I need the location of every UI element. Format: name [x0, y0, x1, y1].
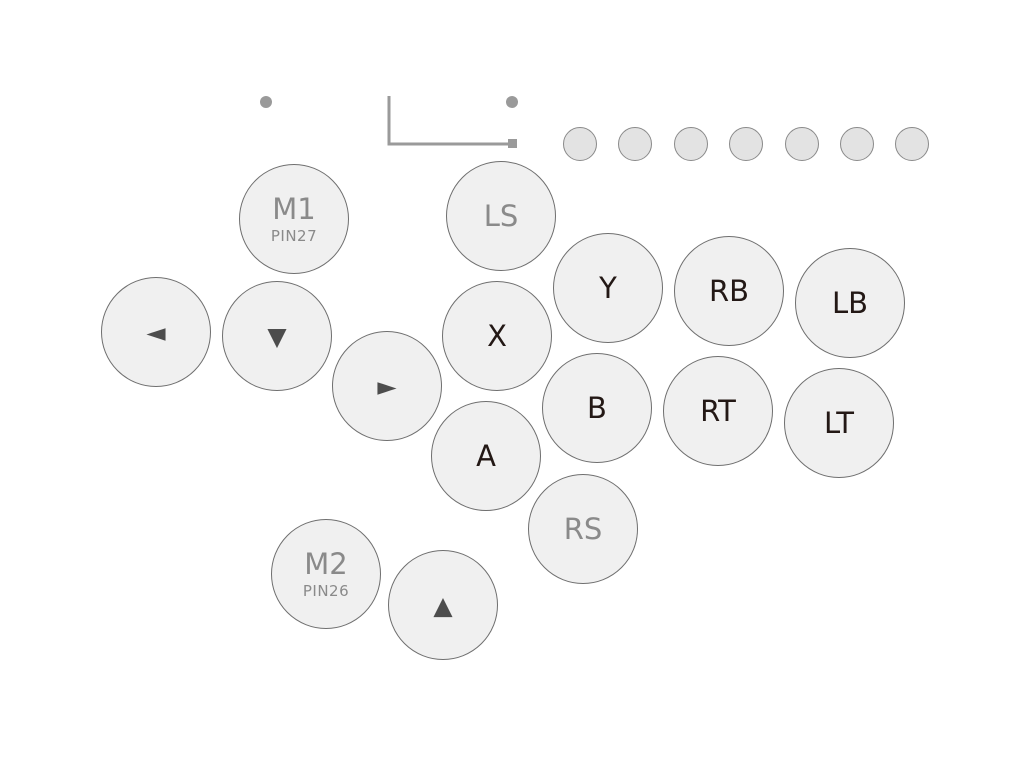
led-indicator-7 [895, 127, 929, 161]
m1-pin-label: PIN27 [270, 226, 318, 245]
up-arrow-icon: ▲ [433, 590, 453, 620]
m1-label: M1 [272, 191, 316, 226]
ls-label: LS [483, 198, 519, 233]
rt-button[interactable]: RT [663, 356, 773, 466]
left-button[interactable]: ◄ [101, 277, 211, 387]
rb-label: RB [708, 273, 750, 308]
connector-bracket [387, 96, 517, 148]
rb-button[interactable]: RB [674, 236, 784, 346]
lb-button[interactable]: LB [795, 248, 905, 358]
led-indicator-4 [729, 127, 763, 161]
lt-button[interactable]: LT [784, 368, 894, 478]
x-button[interactable]: X [442, 281, 552, 391]
rs-label: RS [563, 511, 603, 546]
a-button[interactable]: A [431, 401, 541, 511]
a-label: A [476, 438, 496, 473]
ls-button[interactable]: LS [446, 161, 556, 271]
led-indicator-6 [840, 127, 874, 161]
right-arrow-icon: ► [377, 371, 397, 401]
y-label: Y [599, 270, 617, 305]
led-indicator-1 [563, 127, 597, 161]
led-indicator-5 [785, 127, 819, 161]
m2-button[interactable]: M2 PIN26 [271, 519, 381, 629]
rs-button[interactable]: RS [528, 474, 638, 584]
lb-label: LB [831, 285, 869, 320]
marker-dot-right [506, 96, 518, 108]
left-arrow-icon: ◄ [146, 317, 166, 347]
marker-dot-left [260, 96, 272, 108]
y-button[interactable]: Y [553, 233, 663, 343]
down-button[interactable]: ▼ [222, 281, 332, 391]
b-button[interactable]: B [542, 353, 652, 463]
m2-pin-label: PIN26 [302, 581, 350, 600]
m2-label: M2 [304, 546, 348, 581]
b-label: B [587, 390, 607, 425]
led-indicator-3 [674, 127, 708, 161]
down-arrow-icon: ▼ [267, 321, 287, 351]
led-indicator-2 [618, 127, 652, 161]
right-button[interactable]: ► [332, 331, 442, 441]
m1-button[interactable]: M1 PIN27 [239, 164, 349, 274]
lt-label: LT [824, 405, 854, 440]
up-button[interactable]: ▲ [388, 550, 498, 660]
x-label: X [487, 318, 507, 353]
rt-label: RT [700, 393, 736, 428]
